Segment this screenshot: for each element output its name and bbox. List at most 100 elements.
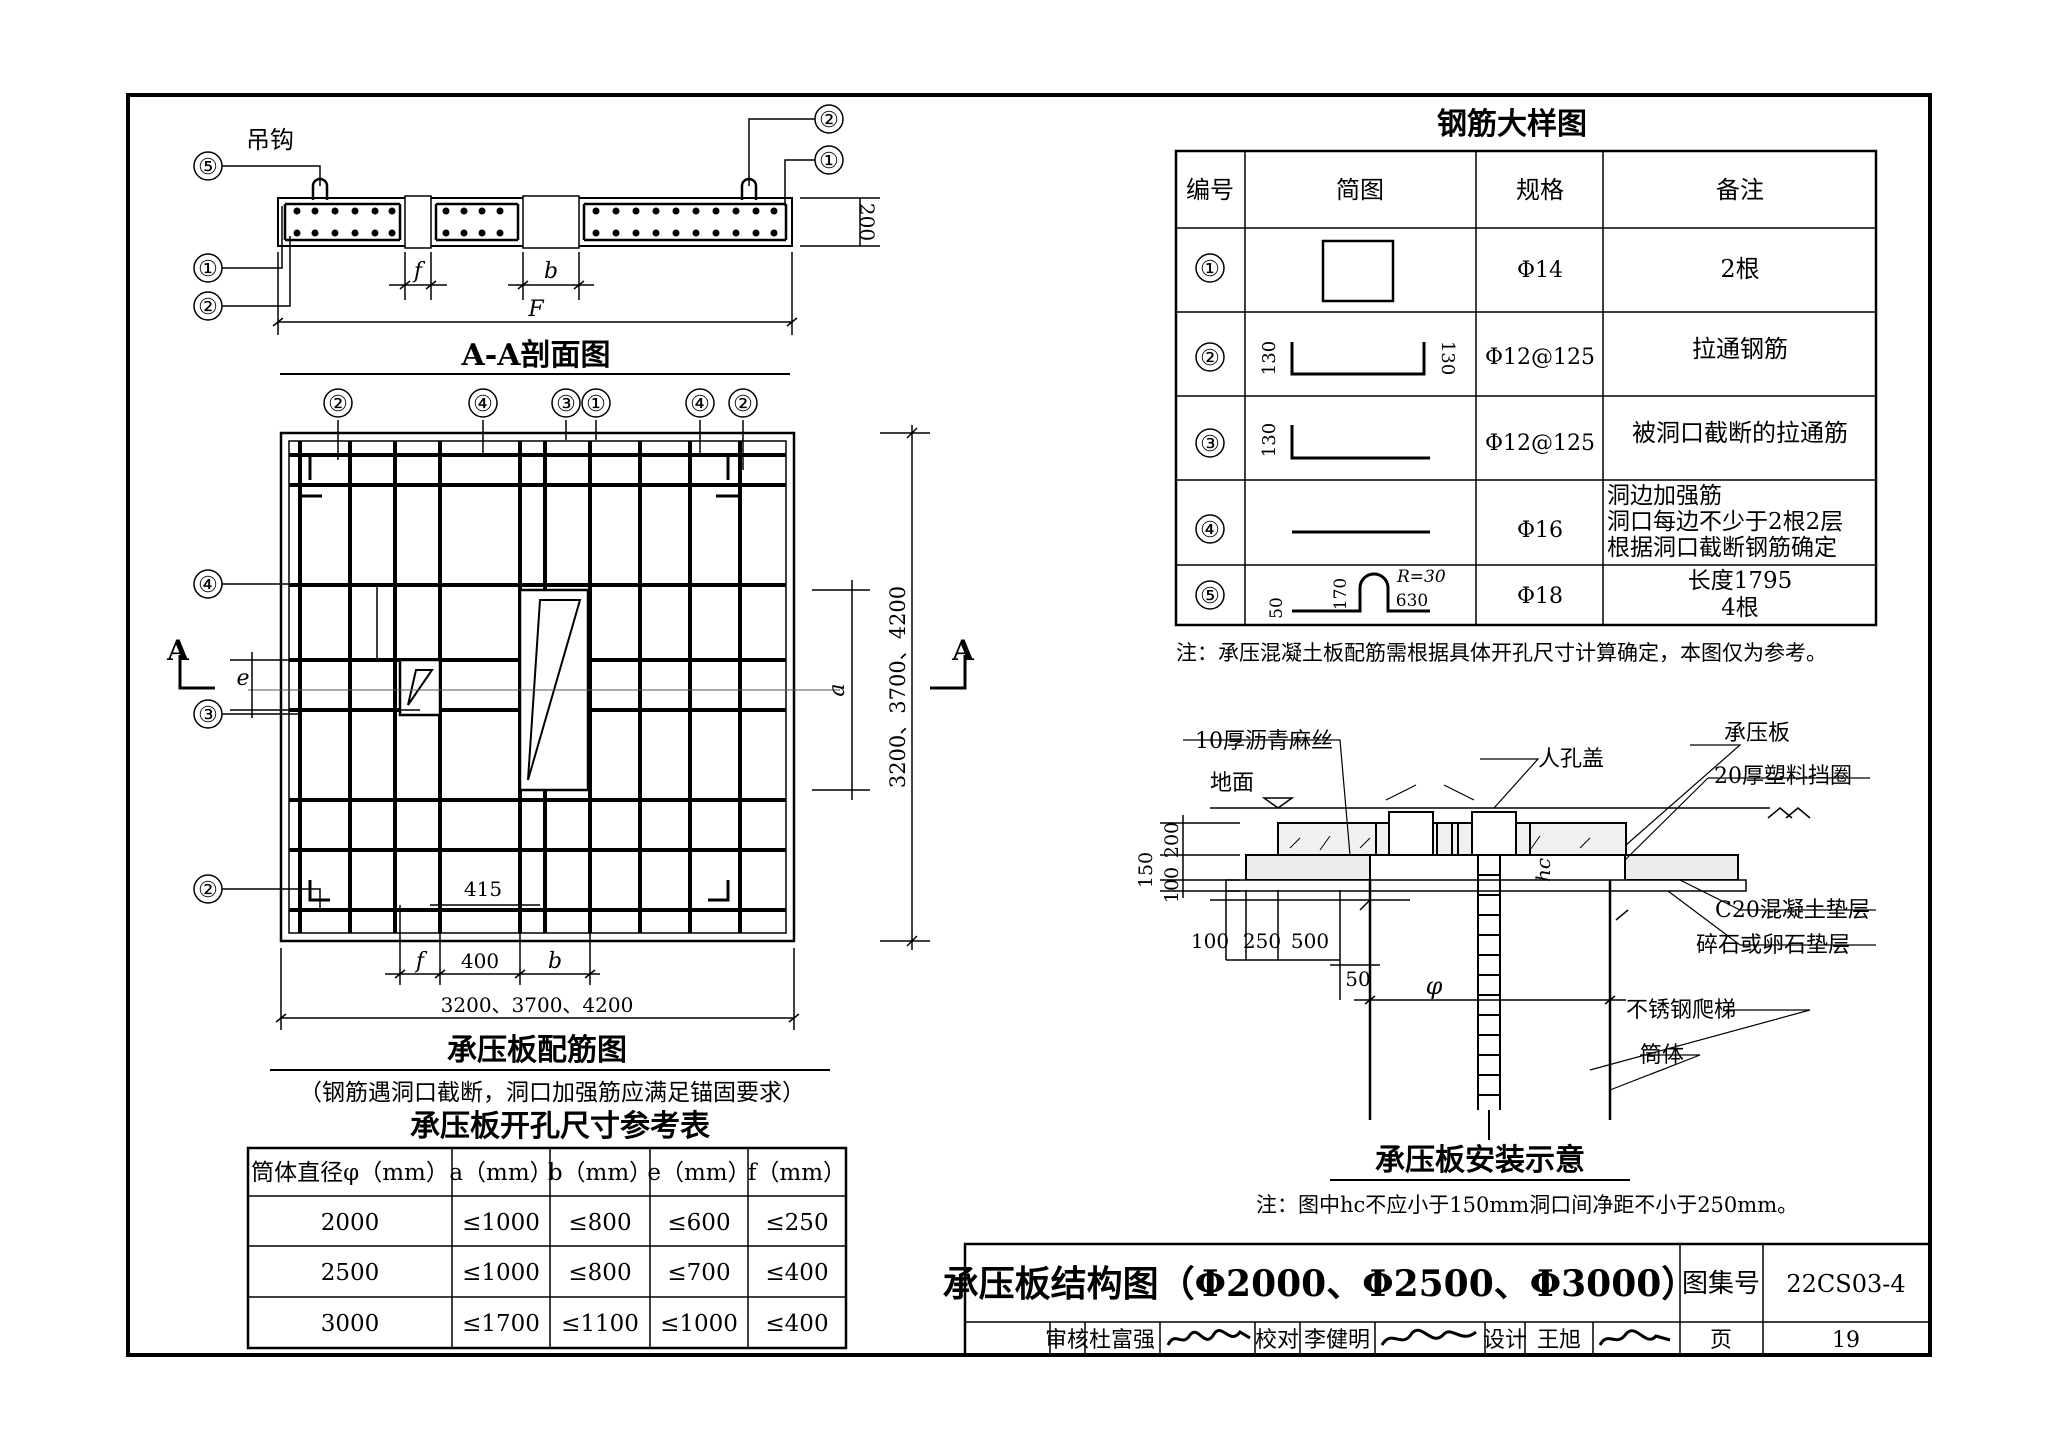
ladder bbox=[1477, 855, 1501, 1140]
detail-row-note: 被洞口截断的拉通筋 bbox=[1632, 419, 1848, 447]
svg-text:②: ② bbox=[198, 878, 218, 903]
ref-table-title: 承压板开孔尺寸参考表 bbox=[410, 1109, 710, 1144]
plan-dim-b: b bbox=[548, 949, 562, 974]
install-dim-100: 100 bbox=[1161, 867, 1183, 903]
designer-name: 王旭 bbox=[1537, 1328, 1581, 1353]
svg-text:③: ③ bbox=[198, 703, 218, 728]
plan-outline bbox=[279, 431, 796, 943]
svg-text:②: ② bbox=[328, 392, 348, 417]
install-label-asphalt: 10厚沥青麻丝 bbox=[1195, 729, 1333, 754]
page-label: 页 bbox=[1710, 1328, 1732, 1353]
detail-row-dim: 130 bbox=[1259, 423, 1280, 457]
callout-markers: ⑤ ① ② ② ① ② ④ ③ ① ④ ② ④ ③ ② bbox=[193, 104, 844, 904]
marker-4-plan-top: ④ bbox=[468, 388, 498, 418]
install-label-cover: 人孔盖 bbox=[1538, 747, 1604, 772]
detail-row-spec: Φ16 bbox=[1517, 518, 1563, 543]
checker-name: 李健明 bbox=[1304, 1328, 1370, 1353]
detail-header-note: 备注 bbox=[1716, 176, 1764, 204]
detail-row-note: 拉通钢筋 bbox=[1692, 335, 1788, 363]
detail-row-spec: Φ18 bbox=[1517, 584, 1563, 609]
install-view: 200 150 100 100 250 500 50 hc φ 10厚沥青麻丝 … bbox=[1135, 721, 1876, 1217]
install-dim-200: 200 bbox=[1161, 822, 1183, 858]
ref-cell: ≤400 bbox=[765, 1311, 828, 1337]
design-label: 设计 bbox=[1483, 1328, 1527, 1353]
install-dim-hc: hc bbox=[1531, 858, 1555, 882]
install-label-plastic: 20厚塑料挡圈 bbox=[1714, 764, 1852, 789]
detail-row-spec: Φ12@125 bbox=[1485, 431, 1595, 456]
atlas-no: 22CS03-4 bbox=[1786, 1270, 1905, 1298]
plan-dim-e: e bbox=[236, 666, 249, 691]
ref-cell: 2500 bbox=[321, 1260, 380, 1286]
marker-2-plan-tr: ② bbox=[728, 388, 758, 418]
drawing-title: 承压板结构图（Φ2000、Φ2500、Φ3000） bbox=[943, 1263, 1698, 1305]
section-view: 200 f b F 吊钩 A-A剖面图 bbox=[222, 118, 880, 375]
detail-header-no: 编号 bbox=[1186, 176, 1234, 204]
title-block: 承压板结构图（Φ2000、Φ2500、Φ3000） 图集号 22CS03-4 审… bbox=[943, 1242, 1932, 1357]
detail-row-no: ③ bbox=[1200, 432, 1220, 457]
install-label-ladder: 不锈钢爬梯 bbox=[1626, 998, 1736, 1023]
section-title: A-A剖面图 bbox=[460, 338, 610, 373]
hook-label: 吊钩 bbox=[246, 126, 294, 154]
detail-table: 钢筋大样图 编号 简图 规格 备注 ① Φ14 2根 ② 130 130 Φ12… bbox=[1174, 107, 1878, 665]
ref-header-a: a（mm） bbox=[449, 1160, 552, 1186]
manhole-cover-left bbox=[1388, 811, 1434, 856]
gravel-layer bbox=[1225, 879, 1747, 892]
hook-dim-h: 170 bbox=[1331, 578, 1351, 610]
l-bar-sketch bbox=[1290, 425, 1430, 460]
detail-row-dim: 130 bbox=[1437, 341, 1458, 375]
manhole-cover-right bbox=[1471, 811, 1517, 856]
check-label: 校对 bbox=[1255, 1328, 1299, 1353]
marker-5-section: ⑤ bbox=[193, 151, 223, 181]
c20-cushion-left bbox=[1245, 854, 1371, 881]
ref-header-e: e（mm） bbox=[647, 1160, 750, 1186]
marker-3-plan-left: ③ bbox=[193, 699, 223, 729]
ref-header-b: b（mm） bbox=[548, 1160, 652, 1186]
plan-note: （钢筋遇洞口截断，洞口加强筋应满足锚固要求） bbox=[299, 1080, 805, 1106]
ref-cell: ≤800 bbox=[568, 1210, 631, 1236]
install-dim-b50: 50 bbox=[1345, 967, 1370, 991]
ref-cell: ≤1000 bbox=[462, 1210, 540, 1236]
plan-inner-outline bbox=[288, 440, 787, 934]
marker-3-plan-top: ③ bbox=[551, 388, 581, 418]
svg-text:①: ① bbox=[198, 257, 218, 282]
ref-cell: ≤1700 bbox=[462, 1311, 540, 1337]
detail-row-dim: 130 bbox=[1259, 341, 1280, 375]
c20-cushion-right bbox=[1624, 854, 1739, 881]
signature-designer bbox=[1598, 1329, 1671, 1346]
plan-dim-height: 3200、3700、4200 bbox=[886, 586, 910, 788]
detail-row-no: ⑤ bbox=[1200, 584, 1220, 609]
detail-header-sketch: 简图 bbox=[1336, 176, 1384, 204]
ref-header-f: f（mm） bbox=[748, 1160, 846, 1186]
plan-view: A A e a 3200、3700、4200 415 f 400 b 3200、… bbox=[166, 420, 975, 1106]
svg-text:③: ③ bbox=[556, 392, 576, 417]
hook-dim-r: R=30 bbox=[1396, 567, 1446, 587]
ref-cell: ≤700 bbox=[667, 1260, 730, 1286]
install-dim-b500: 500 bbox=[1291, 929, 1329, 953]
section-dim-thickness: 200 bbox=[855, 203, 879, 241]
svg-text:②: ② bbox=[198, 295, 218, 320]
reviewer-name: 杜富强 bbox=[1089, 1328, 1155, 1353]
detail-row-no: ② bbox=[1200, 346, 1220, 371]
svg-text:④: ④ bbox=[473, 392, 493, 417]
svg-text:②: ② bbox=[819, 108, 839, 133]
install-footnote: 注：图中hc不应小于150mm洞口间净距不小于250mm。 bbox=[1256, 1193, 1798, 1217]
section-marker-A-right: A bbox=[951, 634, 975, 667]
svg-text:⑤: ⑤ bbox=[198, 155, 218, 180]
detail-row-note: 根据洞口截断钢筋确定 bbox=[1607, 535, 1837, 561]
install-dim-phi: φ bbox=[1426, 972, 1443, 1000]
signature-reviewer bbox=[1166, 1329, 1251, 1346]
ref-cell: ≤800 bbox=[568, 1260, 631, 1286]
marker-2-plan-bl: ② bbox=[193, 874, 223, 904]
plan-dim-415: 415 bbox=[464, 877, 502, 901]
ref-cell: ≤1000 bbox=[462, 1260, 540, 1286]
ref-cell: ≤1100 bbox=[561, 1311, 639, 1337]
install-dim-150: 150 bbox=[1135, 852, 1157, 888]
marker-1-section-right: ① bbox=[814, 145, 844, 175]
hook-dim-w: 630 bbox=[1396, 591, 1428, 611]
detail-row-note: 4根 bbox=[1721, 595, 1759, 621]
section-dim-b: b bbox=[544, 259, 558, 284]
install-dim-b250: 250 bbox=[1243, 929, 1281, 953]
section-cut-markers bbox=[178, 655, 967, 690]
plan-dim-400: 400 bbox=[461, 949, 499, 973]
ref-header-diameter: 筒体直径φ（mm） bbox=[251, 1160, 449, 1186]
